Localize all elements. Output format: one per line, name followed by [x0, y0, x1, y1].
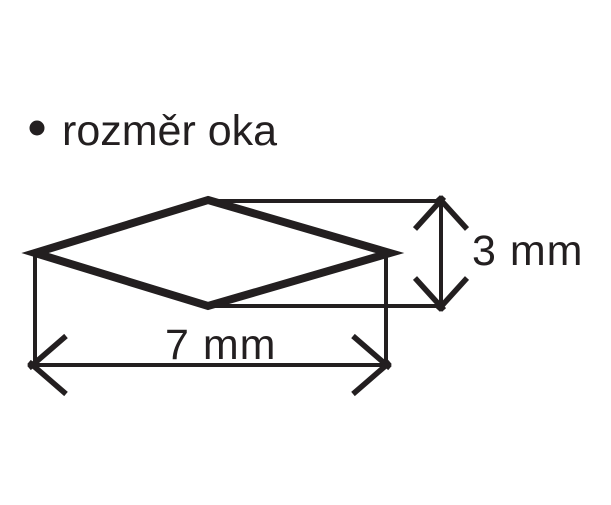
width-arrow-left-icon — [27, 333, 68, 397]
height-arrow-down-icon — [412, 276, 470, 312]
height-dimension-label: 3 mm — [472, 227, 584, 275]
height-arrow-up-icon — [412, 195, 470, 231]
list-item-title: rozměr oka — [62, 107, 277, 155]
width-dimension-label: 7 mm — [165, 321, 277, 369]
mesh-rhombus-outline — [21, 195, 405, 311]
bullet-dot-icon — [29, 120, 45, 136]
width-arrow-right-icon — [351, 333, 392, 397]
